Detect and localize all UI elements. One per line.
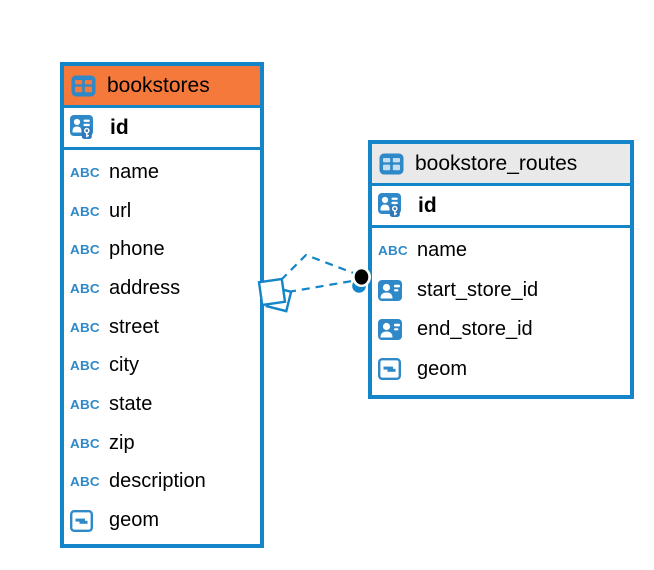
column-row-url[interactable]: ABC url (64, 192, 260, 231)
primary-key-icon (70, 115, 101, 140)
column-name: end_store_id (417, 318, 533, 341)
text-type-icon: ABC (70, 242, 100, 257)
column-name: id (418, 193, 437, 217)
text-type-icon: ABC (70, 203, 100, 219)
column-name: city (109, 354, 139, 377)
column-name: geom (109, 509, 160, 532)
text-type-icon: ABC (378, 243, 408, 258)
column-name: phone (109, 238, 165, 261)
column-row-start-store-id[interactable]: start_store_id (372, 271, 630, 311)
text-type-icon: ABC (70, 281, 100, 296)
table-bookstores[interactable]: bookstores id ABC name ABC url ABC phone… (60, 62, 264, 548)
column-row-geom[interactable]: geom (64, 501, 260, 540)
table-bookstores-header[interactable]: bookstores (64, 66, 260, 108)
column-row-state[interactable]: ABC state (64, 385, 260, 424)
column-row-phone[interactable]: ABC phone (64, 230, 260, 269)
table-icon (379, 153, 404, 175)
relationship-line-2[interactable] (287, 279, 353, 294)
text-type-icon: ABC (70, 165, 100, 180)
table-icon (71, 75, 96, 97)
column-name: zip (109, 431, 135, 454)
foreign-key-icon (378, 279, 409, 301)
foreign-key-icon (378, 319, 409, 341)
text-type-icon: ABC (70, 319, 100, 335)
column-row-city[interactable]: ABC city (64, 346, 260, 385)
column-name: street (109, 315, 160, 338)
column-row-address[interactable]: ABC address (64, 269, 260, 308)
column-name: description (109, 470, 206, 493)
text-type-icon: ABC (70, 436, 100, 451)
column-name: name (417, 239, 468, 262)
column-row-geom[interactable]: geom (372, 350, 630, 390)
primary-key-icon (378, 193, 409, 218)
table-bookstore-routes-header[interactable]: bookstore_routes (372, 144, 630, 186)
column-name: start_store_id (417, 278, 539, 301)
column-row-description[interactable]: ABC description (64, 463, 260, 502)
geometry-type-icon (70, 509, 101, 532)
table-bookstore-routes[interactable]: bookstore_routes id ABC name start_store… (368, 140, 634, 399)
column-list: ABC name start_store_id end_store_id geo… (372, 228, 630, 389)
column-name: state (109, 392, 153, 415)
column-list: ABC name ABC url ABC phone ABC address A… (64, 150, 260, 540)
table-title: bookstores (107, 73, 210, 97)
column-name: geom (417, 357, 468, 380)
column-row-id[interactable]: id (64, 108, 260, 150)
text-type-icon: ABC (70, 358, 100, 373)
column-name: url (109, 199, 132, 222)
column-name: name (109, 160, 160, 183)
column-row-end-store-id[interactable]: end_store_id (372, 310, 630, 350)
relationship-line-1[interactable] (280, 253, 357, 281)
geometry-type-icon (378, 358, 409, 381)
column-row-name[interactable]: ABC name (64, 153, 260, 192)
column-row-zip[interactable]: ABC zip (64, 424, 260, 463)
column-row-street[interactable]: ABC street (64, 308, 260, 347)
table-title: bookstore_routes (415, 151, 578, 175)
column-name: id (110, 115, 129, 139)
column-row-name[interactable]: ABC name (372, 231, 630, 271)
text-type-icon: ABC (70, 474, 100, 489)
column-name: address (109, 276, 181, 299)
text-type-icon: ABC (70, 397, 100, 412)
column-row-id[interactable]: id (372, 186, 630, 228)
